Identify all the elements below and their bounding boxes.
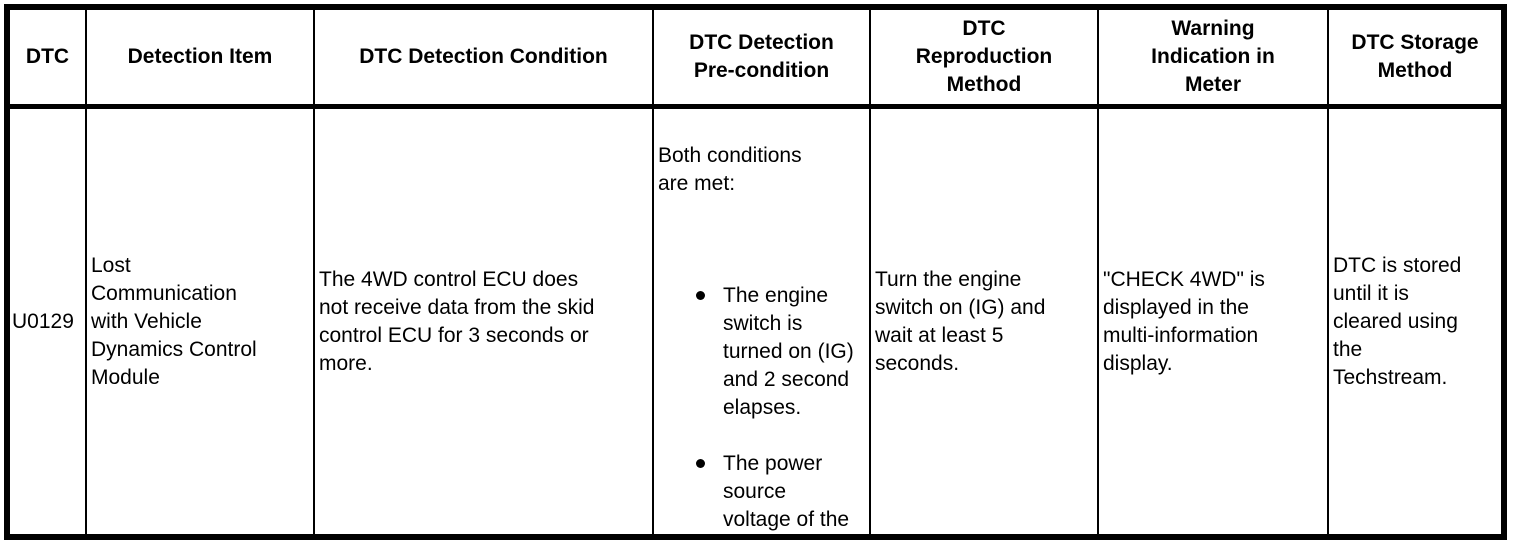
cell-warning-indication: "CHECK 4WD" is displayed in the multi-in… (1097, 109, 1327, 534)
cell-detection-pre-condition: Both conditions are met: The engine swit… (652, 109, 869, 534)
list-item: The power source voltage of the 4WD cont… (658, 450, 867, 534)
header-detection-item: Detection Item (85, 10, 313, 109)
cell-reproduction-method: Turn the engine switch on (IG) and wait … (869, 109, 1097, 534)
bullet-text: The power source voltage of the 4WD cont… (723, 452, 850, 531)
bullet-text: The engine switch is turned on (IG) and … (723, 284, 854, 419)
cell-detection-condition: The 4WD control ECU does not receive dat… (313, 109, 652, 534)
pre-condition-list: The engine switch is turned on (IG) and … (658, 254, 867, 534)
header-detection-pre-condition: DTC Detection Pre-condition (652, 10, 869, 109)
pre-condition-intro: Both conditions are met: (658, 144, 802, 195)
header-storage-method: DTC Storage Method (1327, 10, 1501, 109)
header-dtc: DTC (10, 10, 85, 109)
bullet-icon (696, 459, 705, 468)
cell-dtc-code: U0129 (10, 109, 85, 534)
header-detection-condition: DTC Detection Condition (313, 10, 652, 109)
header-warning-indication: Warning Indication in Meter (1097, 10, 1327, 109)
bullet-icon (696, 291, 705, 300)
cell-storage-method: DTC is stored until it is cleared using … (1327, 109, 1501, 534)
header-reproduction-method: DTC Reproduction Method (869, 10, 1097, 109)
list-item: The engine switch is turned on (IG) and … (658, 282, 867, 422)
dtc-table: DTC Detection Item DTC Detection Conditi… (4, 4, 1507, 540)
cell-detection-item: Lost Communication with Vehicle Dynamics… (85, 109, 313, 534)
